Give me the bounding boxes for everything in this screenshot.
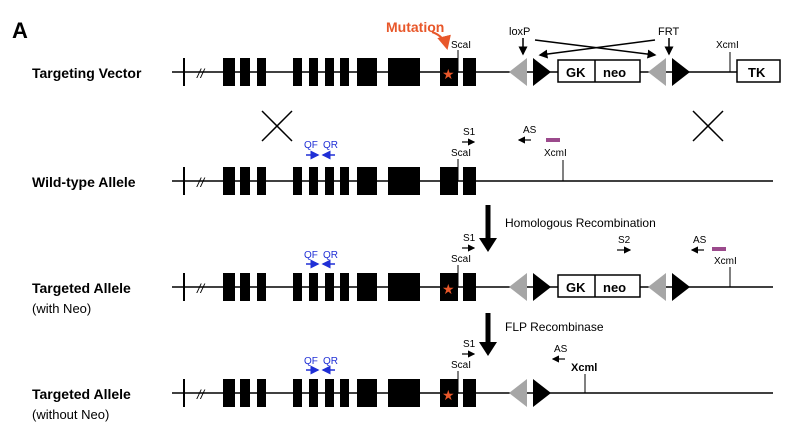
loxp-site-2 (648, 58, 666, 86)
probe (546, 138, 560, 142)
xcmi-label: XcmI (714, 256, 737, 267)
loxp-site-2 (648, 273, 666, 301)
row-sublabel-targeted-noneo: (without Neo) (32, 407, 109, 422)
frt-site-2 (672, 273, 690, 301)
break-mark: // (196, 281, 206, 296)
exons (223, 273, 476, 301)
crossover-marks (261, 110, 724, 142)
xcmi-label: Xcml (571, 362, 597, 374)
qf-label: QF (304, 250, 318, 261)
row-targeted-noneo: Targeted Allele (without Neo) // ★ QF QR… (32, 339, 773, 422)
row-label-targeted-noneo: Targeted Allele (32, 386, 131, 402)
row-targeting-vector: Targeting Vector // ★ Mutation ScaI GK n… (32, 19, 781, 86)
mutation-label: Mutation (386, 19, 444, 35)
mutation-star: ★ (442, 67, 455, 83)
row-targeted-neo: Targeted Allele (with Neo) // ★ QF QR Sc… (32, 233, 773, 316)
homologous-label: Homologous Recombination (505, 216, 656, 230)
xcmi-label: XcmI (716, 40, 739, 51)
row-sublabel-targeted-neo: (with Neo) (32, 301, 91, 316)
xcmi-label: XcmI (544, 148, 567, 159)
flp-label: FLP Recombinase (505, 320, 604, 334)
mutation-star: ★ (442, 388, 455, 404)
frt-site-1 (533, 273, 551, 301)
row-label-wildtype: Wild-type Allele (32, 174, 136, 190)
break-mark: // (196, 175, 206, 190)
frt-site-1 (533, 58, 551, 86)
as-label: AS (693, 235, 707, 246)
loxp-label: loxP (509, 26, 530, 38)
neo-label: neo (603, 65, 626, 80)
s1-label: S1 (463, 233, 476, 244)
tk-cassette (736, 59, 781, 83)
probe (712, 247, 726, 251)
row-label-targeting-vector: Targeting Vector (32, 65, 142, 81)
gk-neo-cassette (557, 274, 641, 298)
break-mark: // (196, 387, 206, 402)
scai-label: ScaI (451, 148, 471, 159)
loxp-site-1 (509, 273, 527, 301)
frt-label: FRT (658, 26, 679, 38)
panel-label: A (12, 18, 28, 43)
s1-label: S1 (463, 127, 476, 138)
mutation-star: ★ (442, 282, 455, 298)
qf-label: QF (304, 356, 318, 367)
frt-site-2 (672, 58, 690, 86)
loxp-site-1 (509, 379, 527, 407)
neo-label: neo (603, 280, 626, 295)
frt-site-1 (533, 379, 551, 407)
tk-label: TK (748, 65, 766, 80)
row-wildtype: Wild-type Allele // QF QR ScaI S1 AS Xcm… (32, 125, 773, 195)
s2-label: S2 (618, 235, 631, 246)
as-label: AS (523, 125, 537, 136)
s1-label: S1 (463, 339, 476, 350)
step-homologous: Homologous Recombination (479, 205, 656, 252)
step-flp: FLP Recombinase (479, 313, 604, 356)
qr-label: QR (323, 356, 338, 367)
scai-label: ScaI (451, 254, 471, 265)
exons (223, 379, 476, 407)
gk-label: GK (566, 280, 586, 295)
gk-label: GK (566, 65, 586, 80)
gk-neo-cassette (557, 59, 641, 83)
qr-label: QR (323, 140, 338, 151)
loxp-site-1 (509, 58, 527, 86)
exons (223, 58, 476, 86)
mutation-arrow (431, 31, 451, 50)
qr-label: QR (323, 250, 338, 261)
scai-label: ScaI (451, 40, 471, 51)
break-mark: // (196, 66, 206, 81)
exons (223, 167, 476, 195)
row-label-targeted-neo: Targeted Allele (32, 280, 131, 296)
qf-label: QF (304, 140, 318, 151)
scai-label: ScaI (451, 360, 471, 371)
cross-arrow-2 (538, 39, 656, 59)
as-label: AS (554, 344, 568, 355)
